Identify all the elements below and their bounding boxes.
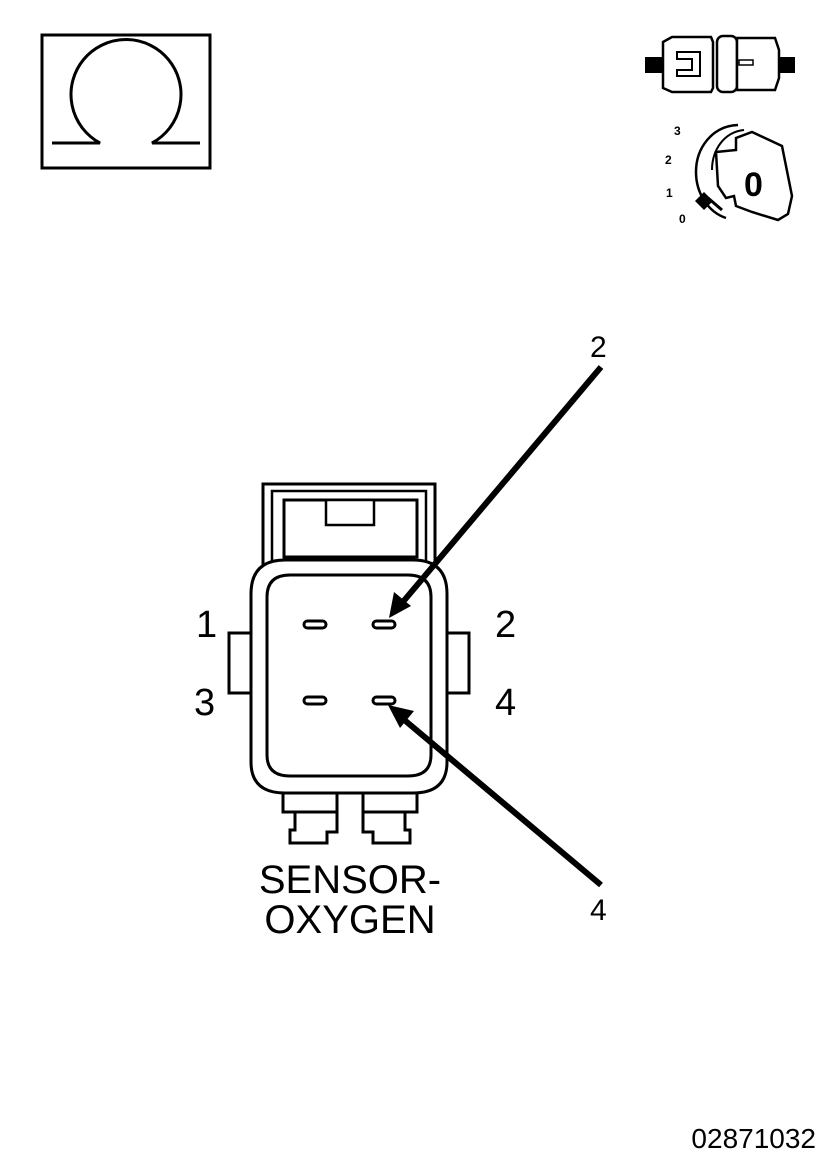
- terminal-4: [371, 695, 397, 706]
- callout-label-2: 2: [590, 331, 607, 364]
- document-id: 02871032: [691, 1123, 816, 1154]
- callout-arrow-2: [389, 365, 604, 618]
- pin-label-3: 3: [194, 682, 215, 724]
- callout-arrow-4: [388, 705, 603, 888]
- ignition-key-icon: 3 2 1 0 0: [665, 123, 794, 226]
- terminal-3: [302, 695, 328, 706]
- ohm-icon: [40, 33, 212, 170]
- ignition-position-3: 3: [674, 124, 681, 138]
- terminal-2: [371, 619, 397, 630]
- disconnected-connector-icon: [645, 34, 795, 94]
- pin-label-2: 2: [495, 604, 516, 646]
- ignition-setting: 0: [744, 166, 763, 204]
- connector-name-line1: SENSOR-: [259, 858, 441, 902]
- ignition-position-0: 0: [679, 212, 686, 226]
- pin-label-4: 4: [495, 682, 516, 724]
- connector-name-line2: OXYGEN: [264, 898, 435, 942]
- pin-label-1: 1: [196, 604, 217, 646]
- oxygen-sensor-connector: [227, 482, 471, 845]
- ignition-position-2: 2: [665, 153, 672, 167]
- terminal-1: [302, 619, 328, 630]
- callout-label-4: 4: [590, 894, 607, 927]
- ignition-position-1: 1: [666, 186, 673, 200]
